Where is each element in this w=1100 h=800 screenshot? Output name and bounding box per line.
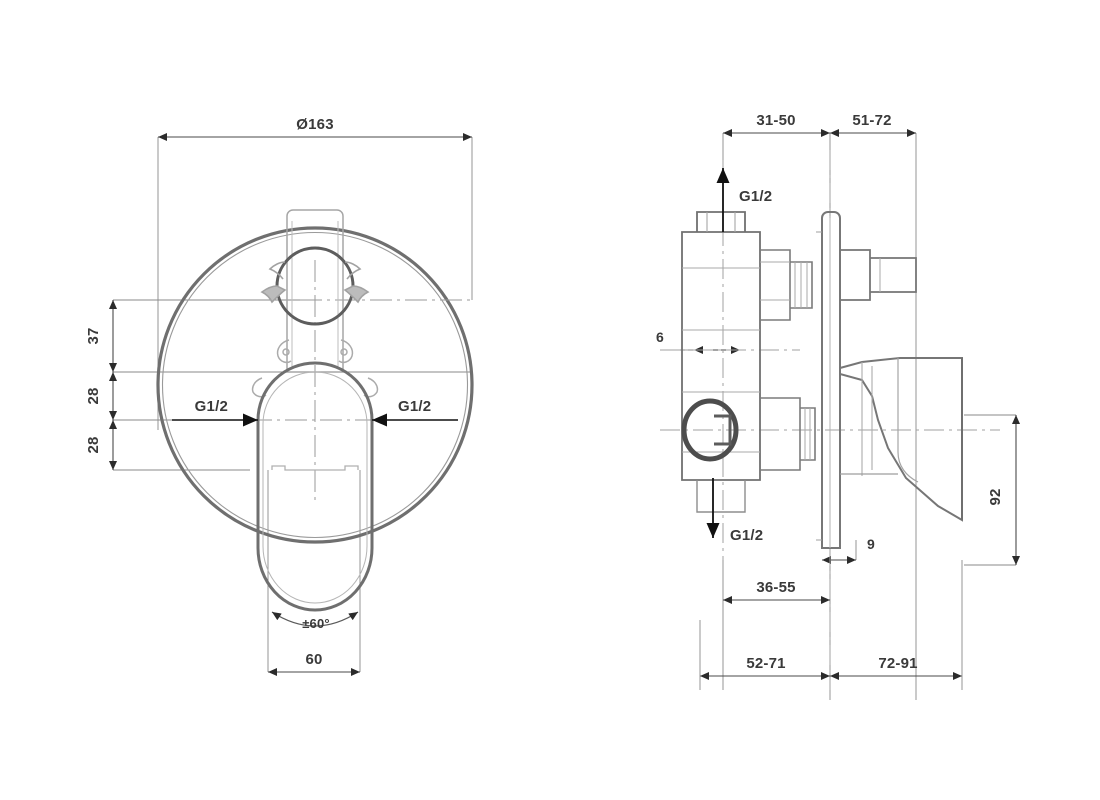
- side-inner-dim-label: 36-55: [756, 579, 795, 596]
- side-projection-lines: [722, 133, 1016, 700]
- swivel-angle-indicator: ±60°: [271, 611, 359, 631]
- escutcheon-inner-circle: [161, 231, 469, 539]
- front-inlet-left-label: G1/2: [195, 398, 228, 415]
- plate-thickness-label: 9: [867, 536, 875, 552]
- diverter-hub-outer: [840, 249, 917, 301]
- diverter-housing: [286, 209, 344, 373]
- diverter-knob-section: [681, 398, 739, 462]
- diverter-mid-clips: [251, 339, 379, 398]
- front-inlet-indicators: G1/2 G1/2: [172, 398, 458, 427]
- diameter-dimension: Ø163: [158, 116, 472, 141]
- side-height-label: 92: [987, 488, 1004, 505]
- side-height-dimension: 92: [987, 415, 1020, 565]
- side-top-dim-2: 51-72: [852, 112, 891, 129]
- escutcheon-outer-circle: [156, 226, 474, 544]
- front-width-dimension: 60: [268, 651, 360, 676]
- side-top-dim-1: 31-50: [756, 112, 795, 129]
- front-dim-28-upper: 28: [85, 387, 102, 404]
- side-bottom-dim-2: 72-91: [878, 655, 917, 672]
- plate-thickness-dimension: 9: [822, 536, 875, 564]
- side-top-dimension-chain: 31-50 51-72: [723, 112, 916, 137]
- front-width-label: 60: [305, 651, 322, 668]
- swivel-angle-label: ±60°: [302, 616, 330, 631]
- side-bottom-dimension-chain: 52-71 72-91: [699, 560, 963, 690]
- cartridge-assembly: [760, 249, 816, 471]
- front-inlet-right-label: G1/2: [398, 398, 431, 415]
- front-vertical-dimension-chain: 37 28 28: [85, 300, 117, 470]
- rough-in-body: [681, 211, 761, 513]
- wall-plate: [816, 211, 841, 549]
- side-outlet-top-label: G1/2: [739, 188, 772, 205]
- lever-handle: [256, 361, 374, 612]
- front-view-group: Ø163 37 28 28: [85, 116, 474, 676]
- diverter-lugs: [260, 261, 370, 304]
- front-dim-37: 37: [85, 327, 102, 344]
- lever-handle-profile: [839, 357, 963, 522]
- side-inner-dimension: 36-55: [723, 579, 830, 604]
- side-depth-dimension: 6: [656, 329, 740, 354]
- front-dim-28-lower: 28: [85, 436, 102, 453]
- side-outlet-bottom-label: G1/2: [730, 527, 763, 544]
- side-bottom-dim-1: 52-71: [746, 655, 785, 672]
- diameter-label: Ø163: [296, 116, 334, 133]
- side-depth-label: 6: [656, 329, 664, 345]
- side-view-group: 31-50 51-72 52-71 72-91 36-55 6 9: [656, 112, 1020, 700]
- side-outlet-top: G1/2: [716, 168, 772, 232]
- side-outlet-bottom: G1/2: [706, 478, 763, 544]
